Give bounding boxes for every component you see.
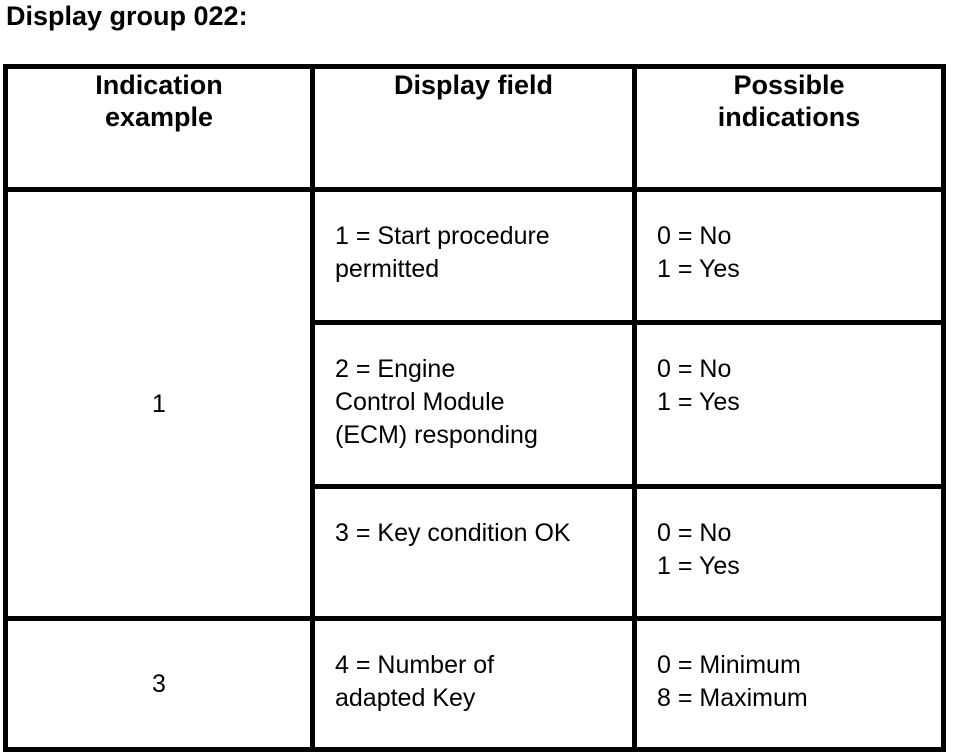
cell-indication-example-merged: 1 — [3, 187, 315, 621]
cell-possible-indications-1: 0 = No 1 = Yes — [632, 187, 946, 325]
table-row: 3 4 = Number of adapted Key 0 = Minimum … — [3, 616, 946, 752]
page-title: Display group 022: — [6, 1, 248, 31]
display-group-table: Indication example Display field Possibl… — [3, 64, 946, 752]
cell-possible-indications-3: 0 = No 1 = Yes — [632, 484, 946, 621]
table-row: 2 = Engine Control Module (ECM) respondi… — [6, 320, 946, 489]
cell-display-field-4: 4 = Number of adapted Key — [310, 616, 637, 752]
cell-possible-indications-2: 0 = No 1 = Yes — [632, 320, 946, 489]
cell-display-field-2: 2 = Engine Control Module (ECM) respondi… — [310, 320, 637, 489]
column-header-possible-indications: Possible indications — [632, 64, 946, 192]
table-row: 3 = Key condition OK 0 = No 1 = Yes — [6, 484, 946, 621]
cell-display-field-1: 1 = Start procedure permitted — [310, 187, 637, 325]
cell-indication-example-4: 3 — [3, 616, 315, 752]
table-header-row: Indication example Display field Possibl… — [3, 64, 946, 192]
cell-display-field-3: 3 = Key condition OK — [310, 484, 637, 621]
column-header-indication-example: Indication example — [3, 64, 315, 192]
column-header-display-field: Display field — [310, 64, 637, 192]
table-row: 1 1 = Start procedure permitted 0 = No 1… — [3, 187, 946, 621]
cell-possible-indications-4: 0 = Minimum 8 = Maximum — [632, 616, 946, 752]
